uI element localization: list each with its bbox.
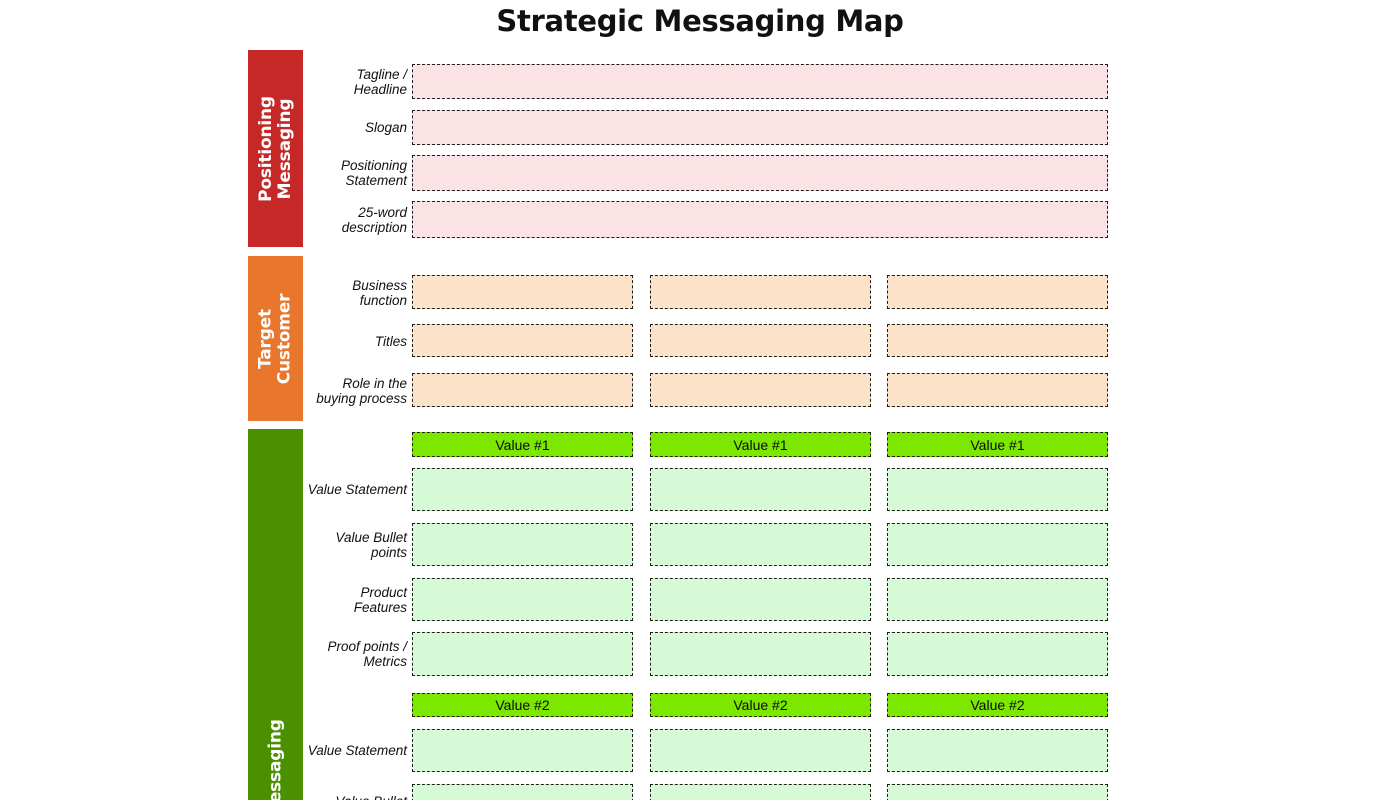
- section-band-positioning-messaging: Positioning Messaging: [248, 50, 303, 247]
- field-business-function-col3[interactable]: [887, 275, 1108, 309]
- row-label-role-in-buying-process: Role in the buying process: [316, 375, 407, 406]
- row-label-value-bullet-points-1: Value Bullet points: [335, 529, 407, 560]
- field-value-bullet-points-1-col3[interactable]: [887, 523, 1108, 566]
- field-product-features-1-col3[interactable]: [887, 578, 1108, 621]
- row-label-proof-points-metrics-1: Proof points / Metrics: [327, 639, 407, 669]
- row-label-titles: Titles: [374, 333, 407, 349]
- field-titles-col1[interactable]: [412, 324, 633, 357]
- row-label-business-function: Business function: [352, 277, 407, 308]
- field-product-features-1-col2[interactable]: [650, 578, 871, 621]
- field-role-buying-process-col2[interactable]: [650, 373, 871, 407]
- field-value-statement-2-col1[interactable]: [412, 729, 633, 772]
- row-label-positioning-statement: Positioning Statement: [340, 158, 407, 188]
- row-label-slogan: Slogan: [364, 120, 407, 135]
- value-header-1-col2[interactable]: Value #1: [650, 432, 871, 457]
- page-title: Strategic Messaging Map: [496, 4, 904, 38]
- field-tagline-headline[interactable]: [412, 64, 1108, 99]
- field-value-bullet-2-col2[interactable]: [650, 784, 871, 800]
- field-positioning-statement[interactable]: [412, 155, 1108, 191]
- section-band-label: Value Messaging: [265, 719, 285, 800]
- field-business-function-col2[interactable]: [650, 275, 871, 309]
- field-25-word-description[interactable]: [412, 201, 1108, 238]
- section-band-value-messaging: Value Messaging: [248, 429, 303, 800]
- field-slogan[interactable]: [412, 110, 1108, 145]
- field-value-statement-2-col2[interactable]: [650, 729, 871, 772]
- field-proof-points-metrics-1-col1[interactable]: [412, 632, 633, 676]
- value-header-2-col1[interactable]: Value #2: [412, 693, 633, 717]
- field-value-bullet-2-col3[interactable]: [887, 784, 1108, 800]
- row-label-value-statement-2: Value Statement: [307, 743, 407, 758]
- field-role-buying-process-col3[interactable]: [887, 373, 1108, 407]
- row-label-value-bullet-2: Value Bullet: [307, 786, 407, 800]
- field-value-statement-1-col1[interactable]: [412, 468, 633, 511]
- field-value-bullet-points-1-col1[interactable]: [412, 523, 633, 566]
- field-value-statement-2-col3[interactable]: [887, 729, 1108, 772]
- field-proof-points-metrics-1-col2[interactable]: [650, 632, 871, 676]
- field-titles-col2[interactable]: [650, 324, 871, 357]
- section-band-label: Positioning Messaging: [255, 95, 295, 202]
- value-header-1-col1[interactable]: Value #1: [412, 432, 633, 457]
- field-value-bullet-points-1-col2[interactable]: [650, 523, 871, 566]
- value-header-2-col3[interactable]: Value #2: [887, 693, 1108, 717]
- row-label-product-features-1: Product Features: [353, 584, 407, 615]
- field-proof-points-metrics-1-col3[interactable]: [887, 632, 1108, 676]
- field-business-function-col1[interactable]: [412, 275, 633, 309]
- value-header-1-col3[interactable]: Value #1: [887, 432, 1108, 457]
- field-product-features-1-col1[interactable]: [412, 578, 633, 621]
- section-band-label: Target Customer: [255, 293, 295, 384]
- field-role-buying-process-col1[interactable]: [412, 373, 633, 407]
- section-band-target-customer: Target Customer: [248, 256, 303, 421]
- value-header-2-col2[interactable]: Value #2: [650, 693, 871, 717]
- field-value-bullet-2-col1[interactable]: [412, 784, 633, 800]
- row-label-value-statement-1: Value Statement: [307, 482, 407, 497]
- field-value-statement-1-col3[interactable]: [887, 468, 1108, 511]
- row-label-25-word-description: 25-word description: [341, 204, 407, 235]
- field-titles-col3[interactable]: [887, 324, 1108, 357]
- row-label-tagline-headline: Tagline / Headline: [353, 66, 407, 97]
- field-value-statement-1-col2[interactable]: [650, 468, 871, 511]
